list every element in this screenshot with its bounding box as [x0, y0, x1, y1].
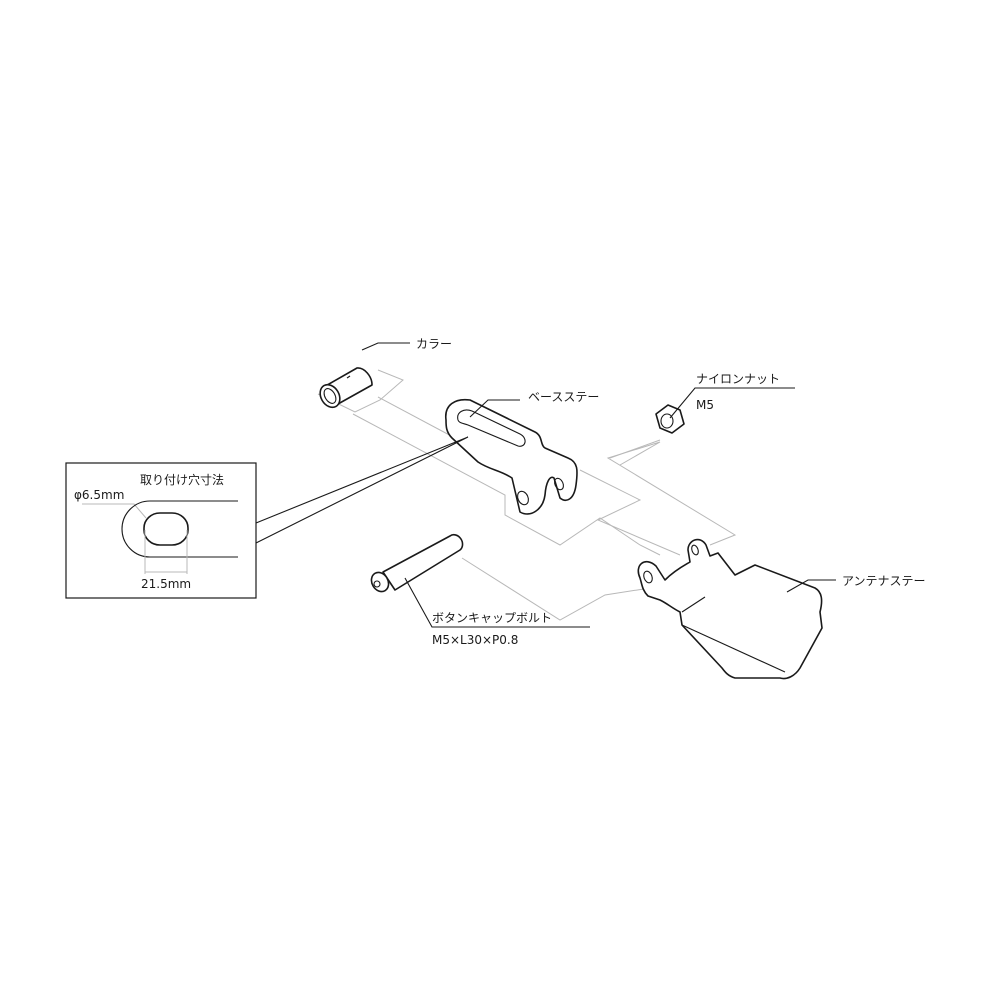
slot-length-label: 21.5mm: [141, 577, 191, 591]
collar-part: [319, 367, 373, 409]
hole-diameter-label: φ6.5mm: [74, 488, 124, 502]
nylon-nut-part: [655, 404, 685, 434]
antenna-stay-label: アンテナステー: [842, 574, 926, 588]
bolt-spec-label: M5×L30×P0.8: [432, 633, 518, 647]
button-cap-bolt-part: [370, 533, 464, 593]
nylon-nut-size-label: M5: [696, 398, 714, 412]
assembly-guide-lines: [317, 369, 737, 621]
nylon-nut-label: ナイロンナット: [696, 372, 780, 386]
leader-lines: [255, 342, 836, 628]
antenna-stay-part: [637, 538, 823, 680]
bolt-label: ボタンキャップボルト: [432, 611, 552, 625]
mounting-hole-inset: 取り付け穴寸法 φ6.5mm 21.5mm: [65, 462, 257, 599]
base-stay-label: ベースステー: [528, 390, 599, 404]
collar-label: カラー: [416, 337, 452, 351]
base-stay-part: [445, 398, 578, 515]
inset-title: 取り付け穴寸法: [140, 472, 224, 487]
